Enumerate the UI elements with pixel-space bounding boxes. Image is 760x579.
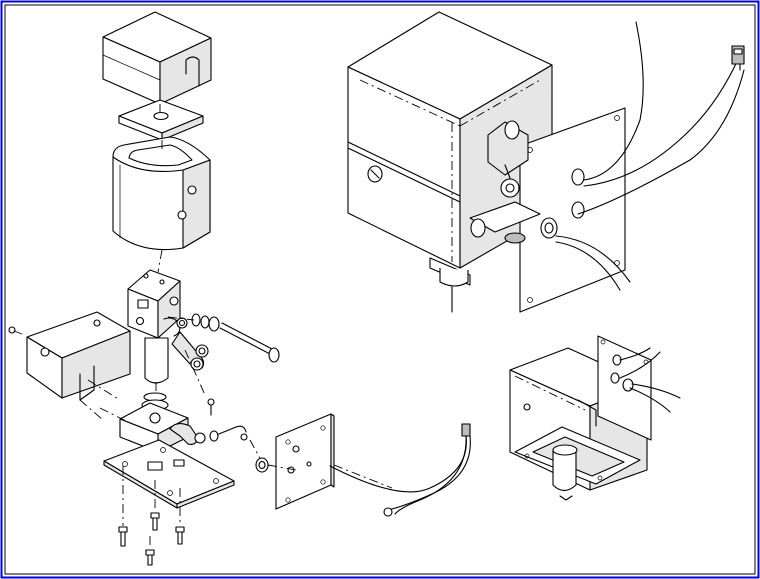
assembled-view-large [347,11,745,313]
mounting-plate [255,413,335,510]
base-plate [103,439,235,509]
inner-border [4,4,756,575]
cable-harness [329,423,471,517]
heater-block [112,136,211,251]
manifold-block [119,398,248,453]
exploded-view [8,11,471,566]
top-cover [102,11,212,107]
rod-assembly [167,313,280,363]
valve-body [127,269,209,384]
mounting-screws [118,466,185,566]
assembled-view-small [509,335,681,501]
insulating-pad [118,99,204,141]
side-shield [8,311,131,421]
